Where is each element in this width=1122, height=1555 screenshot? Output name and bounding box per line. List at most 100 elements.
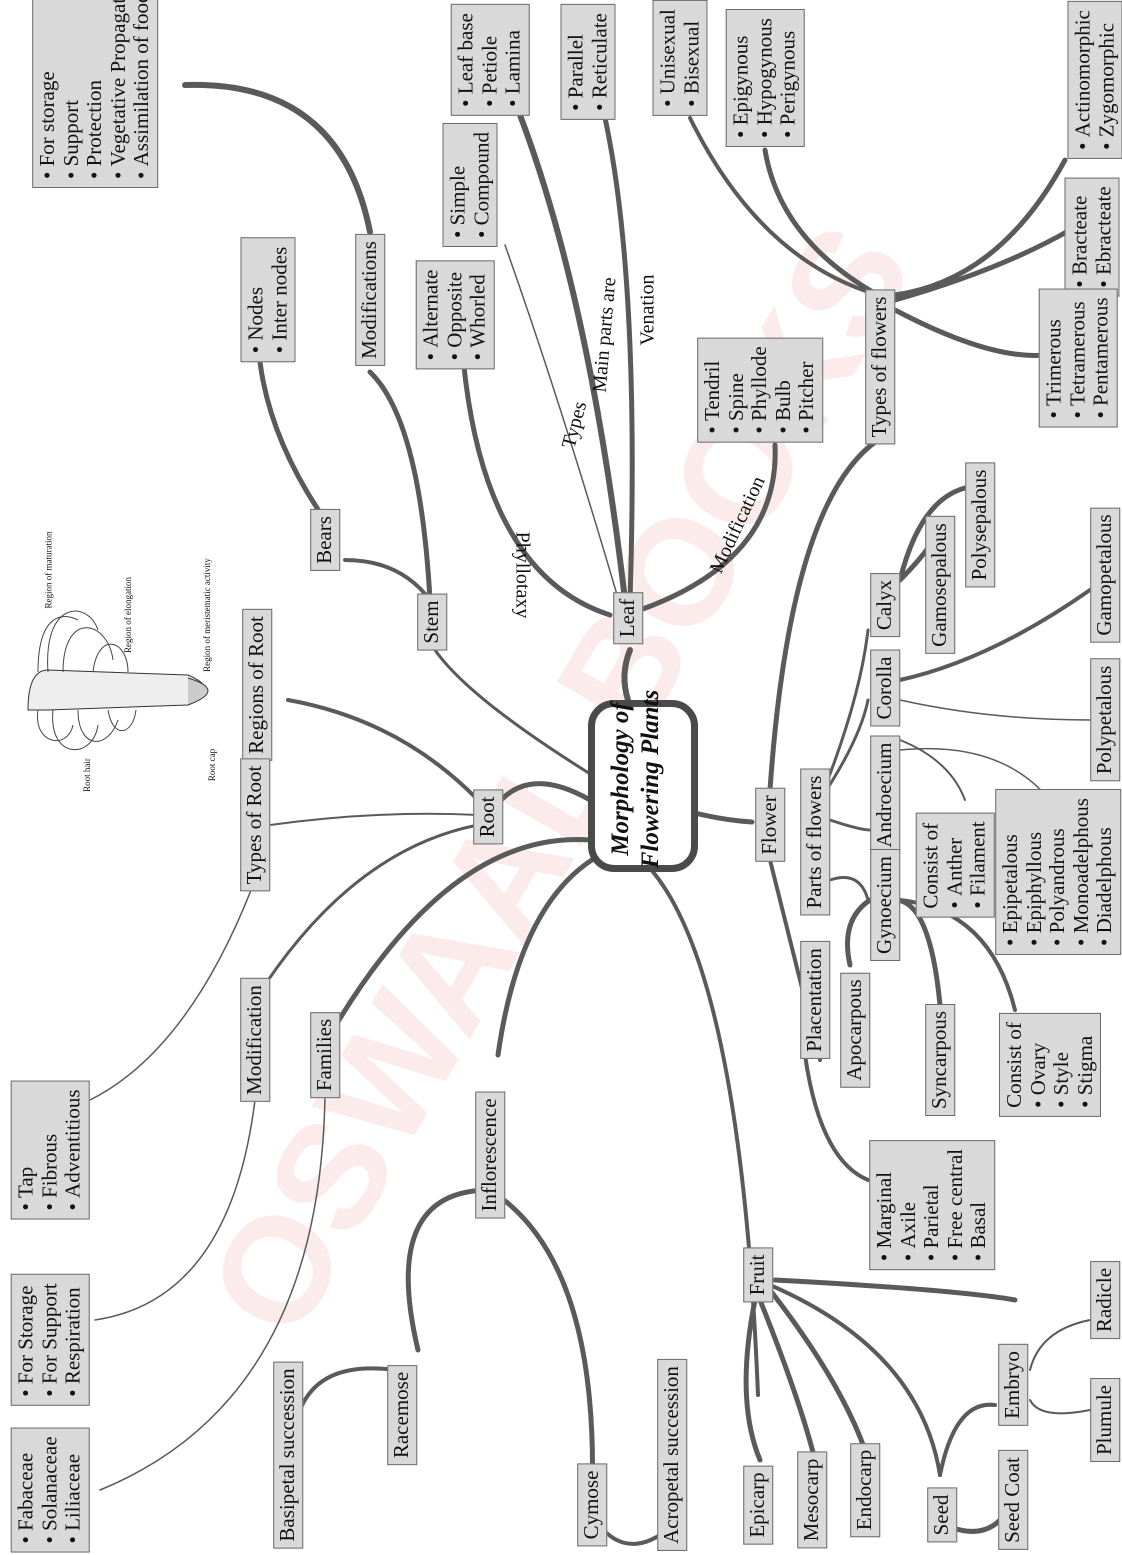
list-item: Assimilation of food [129, 0, 154, 179]
list-item: Liliaceae [61, 1436, 86, 1543]
racemose-node: Racemose [387, 1364, 417, 1466]
ovary-position-list: Epigynous Hypogynous Perigynous [725, 9, 805, 147]
center-title: Morphology of Flowering Plants [606, 690, 666, 869]
list-item: Marginal [872, 1149, 897, 1261]
list-item: Hypogynous [752, 18, 777, 138]
list-item: Support [59, 0, 84, 179]
venation-list: Parallel Reticulate [560, 4, 616, 120]
leaf-types-list: Simple Compound [442, 123, 498, 247]
consist-title: Consist of [1001, 1022, 1026, 1108]
root-modifications-list: For Storage For Support Respiration [10, 1274, 90, 1406]
types-of-flowers-node: Types of flowers [865, 289, 895, 445]
regions-of-root-node: Regions of Root [242, 609, 272, 761]
inflorescence-node: Inflorescence [475, 1091, 505, 1219]
list-item: For Storage [14, 1283, 39, 1397]
list-item: Fabaceae [14, 1436, 39, 1543]
center-title-line2: Flowering Plants [637, 689, 664, 869]
fruit-node: Fruit [743, 1247, 773, 1303]
root-types-list: Tap Fibrous Adventitious [10, 1080, 90, 1220]
list-item: Leaf base [454, 13, 479, 107]
list-item: Anther [942, 821, 967, 908]
list-item: Alternate [419, 270, 444, 361]
list-item: Diadelphous [1092, 798, 1117, 946]
list-item: Solanaceae [37, 1436, 62, 1543]
flower-node: Flower [755, 788, 785, 862]
meristematic-label: Region of meristematic activity [201, 558, 212, 672]
flower-sex-list: Unisexual Bisexual [652, 0, 708, 116]
gamopetalous-node: Gamopetalous [1090, 507, 1120, 643]
stem-modifications-list: For storage Support Protection Vegetativ… [32, 0, 158, 188]
list-item: Spine [724, 346, 749, 433]
list-item: Perigynous [776, 18, 801, 138]
list-item: Compound [469, 132, 494, 238]
leaf-node: Leaf [613, 591, 643, 645]
list-item: Adventitious [61, 1089, 86, 1210]
basipetal-node: Basipetal succession [273, 1361, 303, 1549]
list-item: Ebracteate [1091, 186, 1116, 287]
list-item: For Support [37, 1283, 62, 1397]
mesocarp-node: Mesocarp [797, 1451, 827, 1549]
leaf-modification-list: Tendril Spine Phyllode Bulb Pitcher [697, 337, 823, 443]
corolla-node: Corolla [870, 649, 900, 727]
gynoecium-consist-list: Consist of Ovary Style Stigma [998, 1013, 1102, 1117]
list-item: Vegetative Propagation [106, 0, 131, 179]
bears-node: Bears [310, 509, 340, 571]
list-item: Nodes [243, 247, 268, 354]
root-diagram [27, 610, 209, 750]
list-item: Phyllode [747, 346, 772, 433]
bears-list: Nodes Inter nodes [240, 237, 296, 363]
plumule-node: Plumule [1090, 1377, 1120, 1463]
list-item: Ovary [1025, 1022, 1050, 1108]
list-item: Bracteate [1067, 186, 1092, 287]
list-item: Protection [82, 0, 107, 179]
embryo-node: Embryo [998, 1344, 1028, 1426]
list-item: Respiration [61, 1283, 86, 1397]
bracts-list: Bracteate Ebracteate [1064, 177, 1120, 297]
list-item: Tendril [700, 346, 725, 433]
stem-modifications-node: Modifications [355, 234, 385, 366]
gamosepalous-node: Gamosepalous [925, 516, 955, 654]
families-list: Fabaceae Solanaceae Liliaceae [10, 1427, 90, 1553]
list-item: Bisexual [679, 9, 704, 107]
androecium-types-list: Epipetalous Epiphyllous Polyandrous Mono… [995, 789, 1121, 955]
symmetry-list: Actinomorphic Zygomorphic [1067, 1, 1122, 159]
acropetal-node: Acropetal succession [657, 1359, 687, 1551]
consist-title: Consist of [918, 822, 943, 909]
list-item: Opposite [442, 270, 467, 361]
list-item: Actinomorphic [1070, 10, 1095, 150]
parts-of-flowers-node: Parts of flowers [800, 768, 830, 916]
list-item: Parallel [563, 13, 588, 111]
list-item: Polyandrous [1045, 798, 1070, 946]
main-parts-list: Leaf base Petiole Lamina [450, 4, 530, 116]
list-item: Lamina [501, 13, 526, 107]
merous-list: Trimerous Tetramerous Pentamerous [1038, 288, 1118, 428]
androecium-node: Androecium [870, 735, 900, 855]
list-item: Zygomorphic [1094, 10, 1119, 150]
list-item: Trimerous [1042, 297, 1067, 418]
androecium-consist-list: Consist of Anther Filament [915, 812, 995, 918]
radicle-node: Radicle [1090, 1260, 1120, 1340]
polypetalous-node: Polypetalous [1090, 658, 1120, 782]
list-item: Parietal [919, 1149, 944, 1261]
root-hair-label: Root hair [81, 758, 92, 792]
list-item: Inter nodes [267, 247, 292, 354]
placentation-node: Placentation [800, 941, 830, 1059]
list-item: Whorled [466, 270, 491, 361]
list-item: Fibrous [37, 1089, 62, 1210]
root-modification-node: Modification [240, 978, 270, 1102]
center-node [588, 700, 698, 872]
list-item: Stigma [1073, 1022, 1098, 1108]
list-item: Style [1049, 1022, 1074, 1108]
root-node: Root [473, 789, 503, 845]
list-item: Unisexual [655, 9, 680, 107]
list-item: Filament [966, 821, 991, 908]
list-item: Epigynous [729, 18, 754, 138]
root-cap-label: Root cap [207, 748, 218, 782]
syncarpous-node: Syncarpous [925, 1004, 955, 1116]
maturation-label: Region of maturation [43, 531, 54, 609]
phyllotaxy-list: Alternate Opposite Whorled [415, 260, 495, 370]
placentation-list: Marginal Axile Parietal Free central Bas… [869, 1139, 995, 1271]
list-item: Simple [445, 132, 470, 238]
